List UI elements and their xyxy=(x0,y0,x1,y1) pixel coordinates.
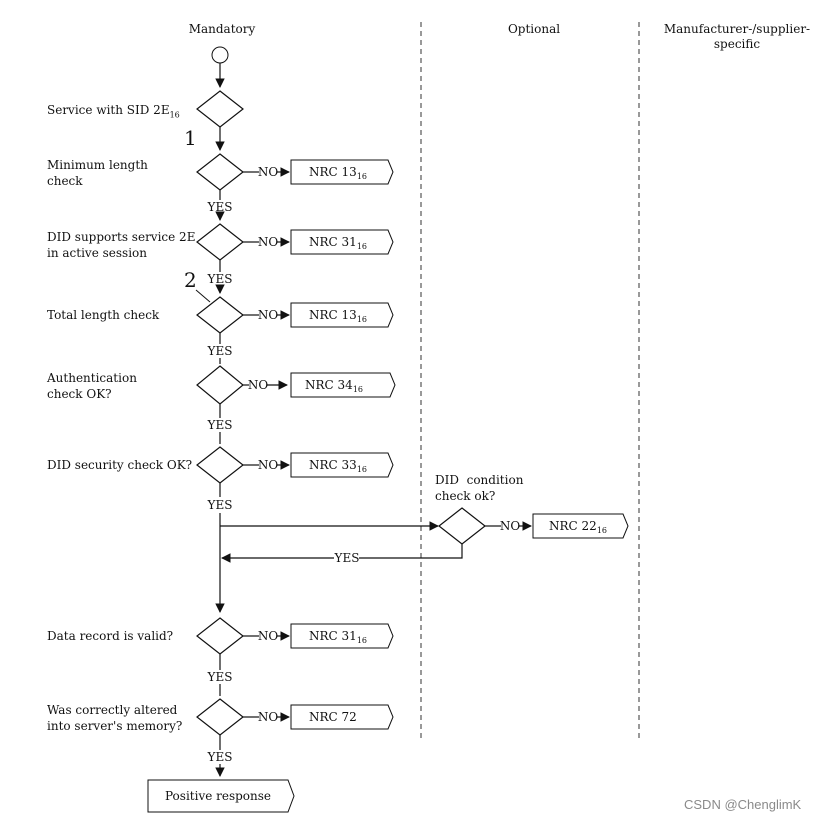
no-label: NO xyxy=(258,308,279,322)
decision-data-valid xyxy=(196,617,244,655)
yes-label: YES xyxy=(207,498,233,512)
nrc-text-1: NRC 1316 xyxy=(309,165,367,181)
no-label: NO xyxy=(258,165,279,179)
nrc-box-4 xyxy=(290,372,396,398)
yes-label: YES xyxy=(207,670,233,684)
watermark: CSDN @ChenglimK xyxy=(684,797,802,812)
no-label: NO xyxy=(248,378,269,392)
nrc-box-optional xyxy=(532,513,629,539)
step-label-did-security: DID security check OK? xyxy=(47,458,193,472)
decision-service-sid xyxy=(196,90,244,128)
step-label-altered-memory: Was correctly altered into server's memo… xyxy=(47,703,183,733)
nrc-box-2 xyxy=(290,229,394,255)
nrc-text-3: NRC 1316 xyxy=(309,308,367,324)
final-text: Positive response xyxy=(165,789,271,803)
optional-step-label-did-condition: DID condition check ok? xyxy=(435,473,524,503)
yes-label: YES xyxy=(207,344,233,358)
nrc-text-2: NRC 3116 xyxy=(309,235,367,251)
decision-did-condition xyxy=(438,507,486,545)
decision-total-length xyxy=(196,296,244,334)
step-label-total-length: Total length check xyxy=(47,308,160,322)
decision-altered-memory xyxy=(196,698,244,736)
nrc-text-6: NRC 3116 xyxy=(309,629,367,645)
step-label-authentication: Authentication check OK? xyxy=(47,371,137,401)
no-label: NO xyxy=(258,458,279,472)
yes-label: YES xyxy=(334,551,360,565)
nrc-text-4: NRC 3416 xyxy=(305,378,363,394)
step-label-did-supports: DID supports service 2E in active sessio… xyxy=(47,230,196,260)
column-header-optional: Optional xyxy=(507,22,561,36)
decision-min-length xyxy=(196,153,244,191)
nrc-box-1 xyxy=(290,159,394,185)
yes-label: YES xyxy=(207,200,233,214)
marker-1: 1 xyxy=(184,126,197,150)
decision-did-supports xyxy=(196,223,244,261)
start-node xyxy=(211,46,229,64)
yes-label: YES xyxy=(207,272,233,286)
nrc-box-5 xyxy=(290,452,394,478)
marker-2: 2 xyxy=(184,268,197,292)
nrc-text-7: NRC 72 xyxy=(309,710,357,724)
step-label-min-length: Minimum length check xyxy=(47,158,148,188)
column-header-mandatory: Mandatory xyxy=(188,22,256,36)
no-label: NO xyxy=(258,235,279,249)
no-label: NO xyxy=(258,710,279,724)
nrc-text-optional: NRC 2216 xyxy=(549,519,607,535)
decision-authentication xyxy=(196,365,244,405)
nrc-box-3 xyxy=(290,302,394,328)
step-label-data-valid: Data record is valid? xyxy=(47,629,174,643)
nrc-box-7 xyxy=(290,704,394,730)
nrc-text-5: NRC 3316 xyxy=(309,458,367,474)
final-box xyxy=(147,779,295,813)
no-label: NO xyxy=(500,519,521,533)
yes-label: YES xyxy=(207,418,233,432)
column-header-manufacturer-specific: Manufacturer-/supplier- specific xyxy=(663,22,811,51)
decision-did-security xyxy=(196,446,244,484)
yes-label: YES xyxy=(207,750,233,764)
no-label: NO xyxy=(258,629,279,643)
nrc-box-6 xyxy=(290,623,394,649)
step-label-service-sid: Service with SID 2E16 xyxy=(47,103,180,120)
